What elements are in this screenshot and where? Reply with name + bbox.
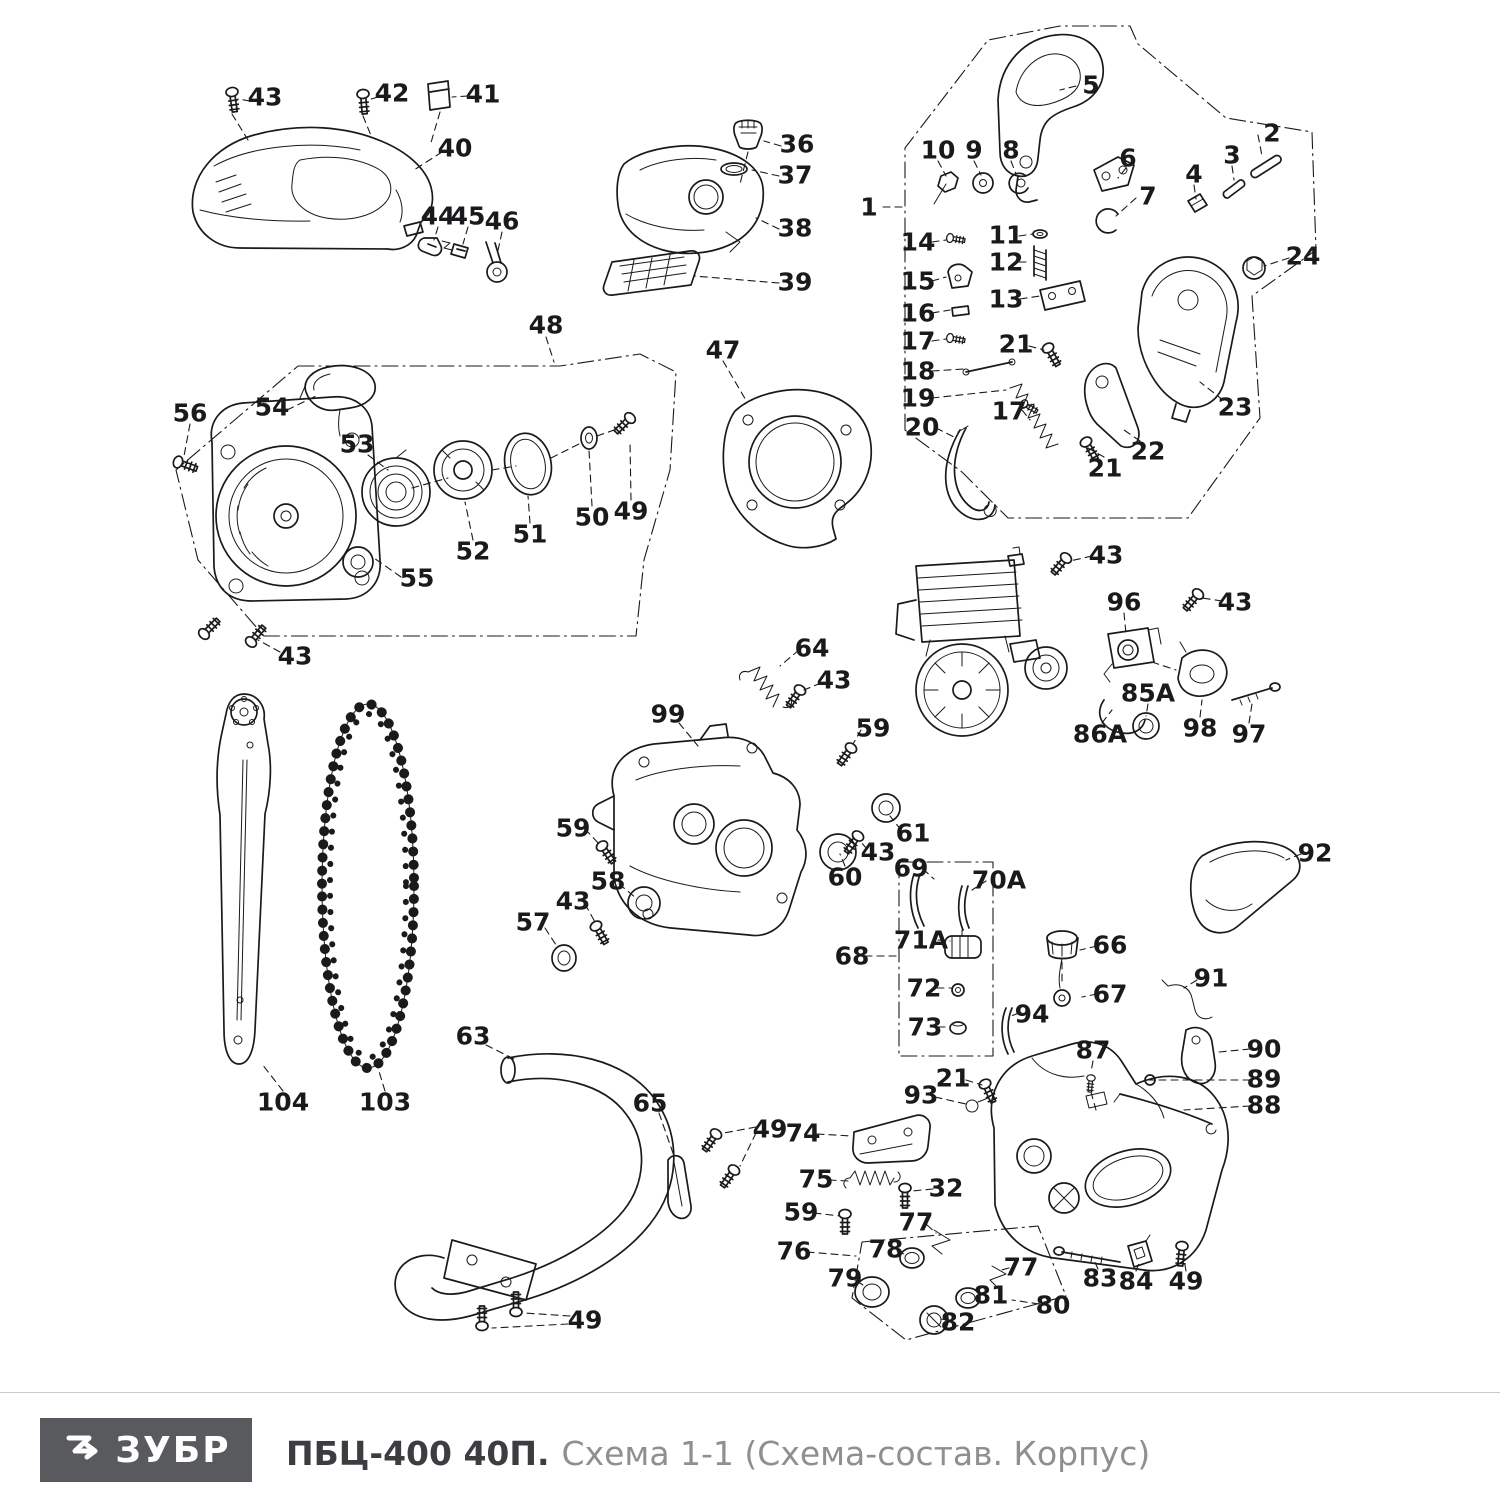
bracket-15 [947,263,973,289]
front-handle [394,1052,692,1321]
group-boundaries [175,25,1317,1341]
pin-89 [1144,1074,1156,1086]
wire-77a [931,1229,951,1255]
grommet-73 [949,1021,967,1035]
model-name: ПБЦ-400 40П. [286,1434,550,1473]
rod-83 [1053,1246,1121,1264]
wire-77b [989,1265,1007,1289]
brand-arrow-icon [66,1435,98,1460]
cap-79 [854,1276,890,1308]
buffer-60 [819,833,857,871]
ring-81 [955,1287,981,1309]
footer-title: ПБЦ-400 40П. Схема 1-1 (Схема-состав. Ко… [286,1434,1150,1473]
crankcase-assembly [551,666,901,972]
clip-8 [1008,172,1029,195]
leader-lines [183,85,1302,1329]
throttle-trigger-90 [1180,1026,1217,1085]
carburetor-assembly [1098,627,1281,740]
part-39 [602,250,701,296]
sleeve-4 [1187,193,1208,213]
footer-divider [0,1392,1500,1393]
hose-69 [909,873,925,929]
carburetor-96 [1103,627,1162,683]
saw-chain [317,699,419,1073]
starter-handle [304,364,376,437]
bolt-10 [937,171,959,193]
tank-handle-assembly [843,979,1229,1335]
buffer-58 [627,886,661,920]
fuel-filter-71A [944,929,982,959]
switch-84 [1127,1234,1153,1268]
hose-70A [957,885,970,931]
bracket-74 [852,1114,931,1164]
primer-bulb-85A [1132,712,1160,740]
pin-2 [1250,154,1282,179]
scheme-name: Схема 1-1 (Схема-состав. Корпус) [561,1434,1151,1473]
pin-16 [951,305,970,317]
clip-72 [951,983,965,997]
chain-brake-assembly [933,33,1282,521]
ring-78 [899,1247,925,1269]
starter-ring [503,432,553,496]
top-cover-assembly [191,80,508,283]
part-36 [733,119,763,150]
screw-97 [1231,682,1281,706]
clutch-cover-23 [1137,256,1239,423]
brand-logo: ЗУБР [40,1418,252,1482]
spring-12 [1033,245,1047,281]
brake-band-20 [944,425,997,521]
fan-cover [722,388,873,549]
spring-19 [1009,383,1059,449]
hose-94 [1001,1007,1015,1055]
hose-86A [1098,699,1146,735]
rod-18 [962,358,1016,376]
pin-3 [1222,179,1246,199]
oil-cap-66 [1046,930,1079,989]
part-41 [427,80,451,111]
elbow-98 [1177,641,1228,697]
hand-guard [997,33,1104,203]
washer-11 [1032,229,1048,239]
clip-93 [965,1097,989,1113]
brand-name: ЗУБР [115,1429,231,1471]
nut-24 [1242,256,1266,280]
screws [170,85,1207,1332]
buffer-61 [871,793,901,823]
lever-6 [1093,156,1135,192]
washer-50 [580,426,598,450]
ring-7 [1095,208,1119,234]
part-44 [417,237,443,257]
lever-22 [1083,362,1140,449]
engine-assembly [895,546,1068,737]
spring-75 [843,1170,901,1189]
part-46 [485,241,508,283]
retainer-67 [1053,989,1071,1007]
cylinder-cover-assembly [602,119,765,296]
rod-88 [1113,1093,1217,1135]
starter-pulley [433,440,493,500]
chain-guard [1190,840,1301,934]
plate-13 [1039,280,1086,311]
guide-bar [216,693,272,1065]
cap-82 [919,1305,949,1335]
starter-assembly [210,364,598,602]
part-37 [720,162,748,176]
part-45 [450,243,469,259]
cap-57 [551,944,577,972]
recoil-spring [361,449,431,527]
fuel-hose-assembly [909,873,1079,1055]
spring-64 [739,666,792,708]
disc-9 [972,172,994,194]
rod-91 [1161,979,1213,1020]
trim-65 [667,1154,692,1220]
